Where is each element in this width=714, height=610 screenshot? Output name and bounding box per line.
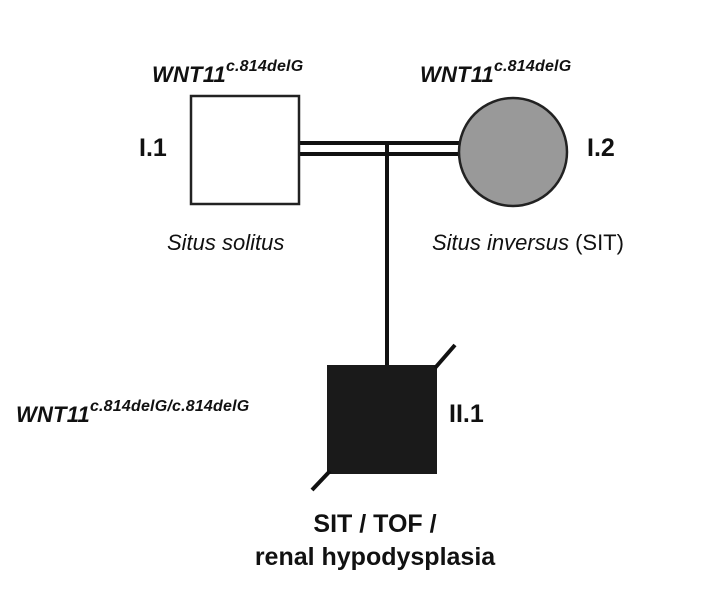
individual-II1-diagnosis: SIT / TOF / renal hypodysplasia	[210, 508, 540, 574]
individual-II1-id: II.1	[449, 400, 484, 428]
diagnosis-line-2: renal hypodysplasia	[254, 543, 496, 571]
individual-I1-genotype: WNT11c.814delG	[152, 59, 303, 88]
phenotype-suffix: (SIT)	[568, 230, 624, 255]
diagnosis-line-1: SIT / TOF /	[313, 510, 437, 538]
phenotype-italic: Situs inversus	[432, 230, 569, 255]
individual-I2-phenotype: Situs inversus (SIT)	[432, 230, 624, 256]
gene-name: WNT11	[152, 62, 226, 87]
gene-name: WNT11	[16, 402, 90, 427]
individual-II1-symbol	[327, 365, 437, 474]
individual-I2-id: I.2	[587, 134, 615, 162]
proband-tick-top-right	[433, 343, 457, 370]
individual-I2-genotype: WNT11c.814delG	[420, 59, 571, 88]
proband-tick-bottom-left	[310, 469, 332, 492]
individual-I1-phenotype: Situs solitus	[167, 230, 284, 256]
individual-I1-symbol	[189, 94, 301, 206]
phenotype-italic: Situs solitus	[167, 230, 285, 255]
variant-superscript: c.814delG	[225, 58, 304, 75]
variant-superscript: c.814delG/c.814delG	[89, 398, 250, 415]
individual-II1-genotype: WNT11c.814delG/c.814delG	[16, 399, 249, 428]
individual-I1-id: I.1	[139, 134, 167, 162]
variant-superscript: c.814delG	[493, 58, 572, 75]
individual-I2-symbol	[457, 96, 569, 208]
gene-name: WNT11	[420, 62, 494, 87]
